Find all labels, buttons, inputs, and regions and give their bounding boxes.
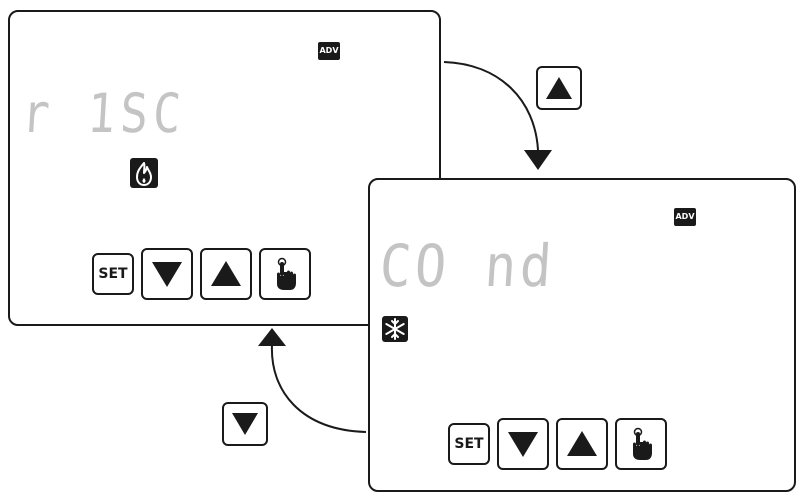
menu-button[interactable]	[615, 418, 667, 470]
up-button[interactable]	[556, 418, 608, 470]
arrow-head-down	[524, 150, 552, 170]
menu-button[interactable]	[259, 248, 311, 300]
display-screen-cooling: ADV CO nd SET	[368, 178, 796, 492]
button-row: SET	[92, 248, 311, 300]
hand-pointer-icon	[277, 257, 296, 290]
down-triangle-icon	[508, 432, 538, 457]
snowflake-icon	[382, 316, 408, 342]
set-button[interactable]: SET	[92, 253, 134, 295]
down-triangle-icon	[152, 262, 182, 287]
up-triangle-icon	[567, 431, 597, 456]
transition-up-key[interactable]	[536, 66, 582, 110]
arrow-to-screen-2	[443, 61, 539, 151]
transition-down-key[interactable]	[222, 402, 268, 446]
segment-display-text: CO nd	[377, 232, 558, 300]
up-triangle-icon	[211, 261, 241, 286]
up-button[interactable]	[200, 248, 252, 300]
adv-badge: ADV	[674, 208, 696, 226]
down-button[interactable]	[141, 248, 193, 300]
down-triangle-icon	[232, 413, 258, 435]
button-row: SET	[448, 418, 667, 470]
down-button[interactable]	[497, 418, 549, 470]
flame-icon	[130, 158, 158, 188]
set-button[interactable]: SET	[448, 423, 490, 465]
hand-pointer-icon	[633, 427, 652, 460]
up-triangle-icon	[546, 77, 572, 99]
arrow-head-up	[258, 328, 286, 346]
arrow-to-screen-1	[270, 344, 367, 433]
adv-badge: ADV	[318, 42, 340, 60]
